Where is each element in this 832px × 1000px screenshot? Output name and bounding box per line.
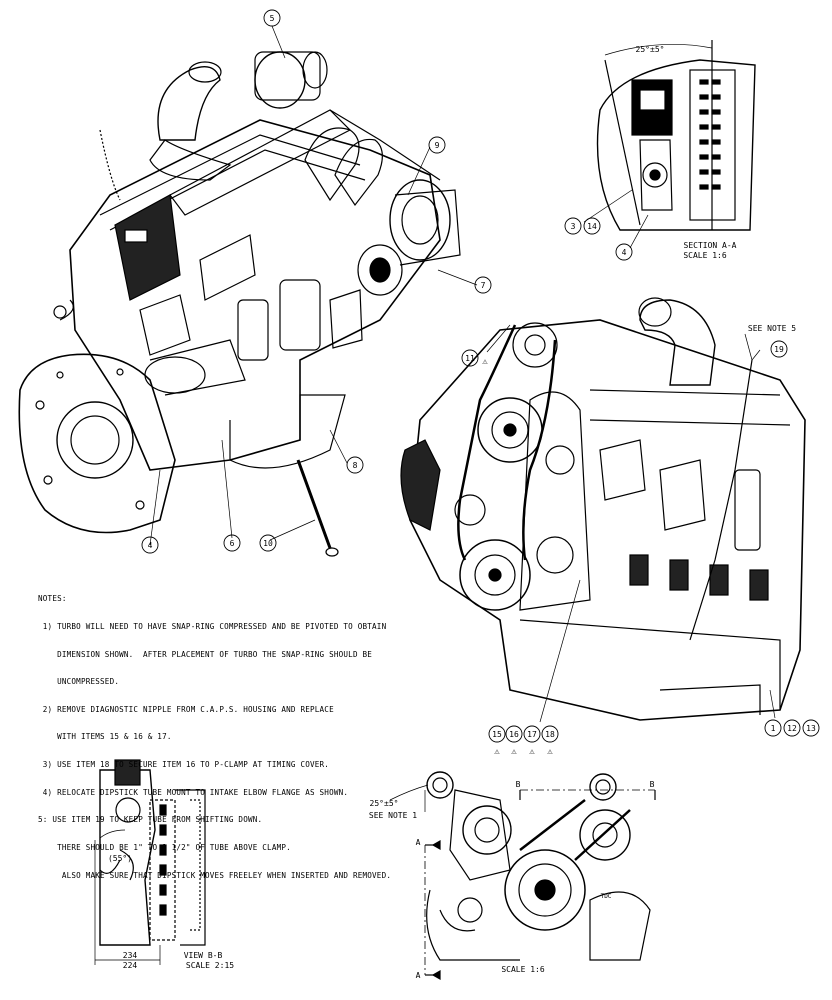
front-view-scale: SCALE 1:6 [501, 965, 545, 974]
note-line: ALSO MAKE SURE THAT DIPSTICK MOVES FREEL… [38, 870, 392, 880]
warning-icon: ⚠ [547, 747, 553, 757]
warning-icon: ⚠ [529, 747, 535, 757]
callout-1: 1 [771, 724, 776, 733]
section-aa-scale: SCALE 1:6 [683, 251, 727, 260]
callout-16: 16 [509, 730, 519, 739]
callout-4-section: 4 [622, 248, 627, 257]
warning-icon: ⚠ [494, 747, 500, 757]
callout-5: 5 [270, 14, 275, 23]
note-line: WITH ITEMS 15 & 16 & 17. [38, 732, 172, 742]
notes-block: NOTES: 1) TURBO WILL NEED TO HAVE SNAP-R… [38, 576, 438, 889]
right-engine-drawing [400, 297, 806, 723]
callout-12: 12 [787, 724, 797, 733]
callout-18: 18 [545, 730, 555, 739]
note-line: 2) REMOVE DIAGNOSTIC NIPPLE FROM C.A.P.S… [38, 704, 334, 714]
note-line: UNCOMPRESSED. [38, 677, 120, 687]
view-bb-dim1: 234 [123, 951, 138, 960]
notes-heading: NOTES: [38, 594, 67, 604]
note-line: 1) TURBO WILL NEED TO HAVE SNAP-RING COM… [38, 622, 387, 632]
callout-11: 11 [465, 354, 475, 363]
section-aa-angle: 25°±5° [636, 45, 665, 54]
section-aa-drawing [583, 40, 756, 249]
callout-9: 9 [435, 141, 440, 150]
warning-icon: ⚠ [482, 357, 488, 367]
front-view-see-note: SEE NOTE 1 [369, 811, 417, 820]
callout-7: 7 [481, 281, 486, 290]
section-label-a-top: A [416, 838, 421, 847]
note-line: 5: USE ITEM 19 TO KEEP TUBE FROM SHIFTIN… [38, 815, 263, 825]
callout-13: 13 [806, 724, 816, 733]
section-label-b-left: B [516, 780, 521, 789]
view-bb-title: VIEW B-B [184, 951, 223, 960]
view-bb-drawing [94, 759, 206, 965]
tdc-label: TDC [601, 893, 612, 900]
warning-icon: ⚠ [511, 747, 517, 757]
callout-15: 15 [492, 730, 502, 739]
note-line: DIMENSION SHOWN. AFTER PLACEMENT OF TURB… [38, 649, 373, 659]
main-engine-drawing [18, 51, 461, 557]
section-label-a-bottom: A [416, 971, 421, 980]
callout-4-main: 4 [148, 541, 153, 550]
callout-circles [141, 9, 820, 743]
callout-10: 10 [263, 539, 273, 548]
callout-17: 17 [527, 730, 537, 739]
callout-19: 19 [774, 345, 784, 354]
callout-14: 14 [587, 222, 597, 231]
section-label-b-right: B [650, 780, 655, 789]
section-aa-title: SECTION A-A [684, 241, 737, 250]
note-line: THERE SHOULD BE 1" TO 1 1/2" OF TUBE ABO… [38, 842, 291, 852]
note-line: 4) RELOCATE DIPSTICK TUBE MOUNT TO INTAK… [38, 787, 349, 797]
front-view-angle: 25°±5° [370, 799, 399, 808]
view-bb-scale: SCALE 2:15 [186, 961, 234, 970]
callout-8: 8 [353, 461, 358, 470]
callout-6: 6 [230, 539, 235, 548]
note-line: 3) USE ITEM 18 TO SECURE ITEM 16 TO P-CL… [38, 760, 330, 770]
callout-3: 3 [571, 222, 576, 231]
view-bb-dim2: 224 [123, 961, 138, 970]
view-bb-angle: (55°) [108, 854, 132, 863]
see-note-5: SEE NOTE 5 [748, 324, 796, 333]
front-view-drawing [389, 771, 656, 981]
main-leaders [149, 25, 478, 546]
callout-numbers: 5 9 7 8 10 6 4 3 14 4 11 19 15 16 17 18 … [108, 14, 816, 980]
